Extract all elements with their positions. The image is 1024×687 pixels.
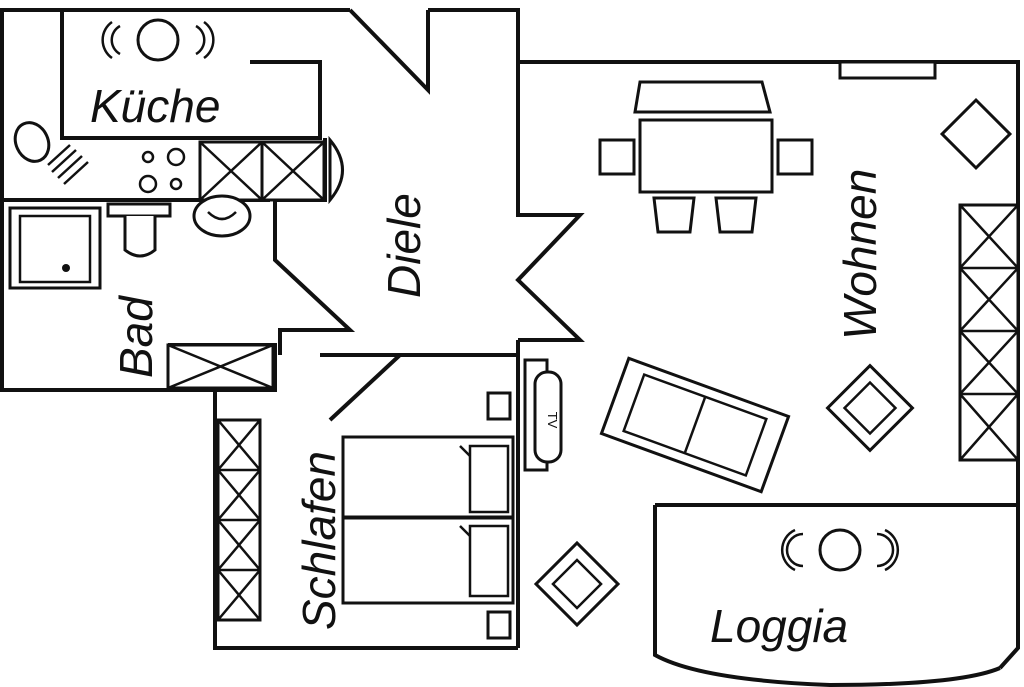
chair-icon — [633, 80, 772, 114]
living-furniture: TV — [523, 60, 1020, 494]
loggia-furniture — [780, 528, 900, 572]
plant-icon — [939, 97, 1013, 171]
chair-icon — [714, 196, 758, 234]
kitchen-table-icon — [136, 18, 180, 62]
toilet-icon — [106, 202, 172, 218]
chair-icon — [203, 20, 215, 60]
sink-icon — [13, 121, 51, 163]
dining-table-icon — [638, 118, 774, 194]
room-label-loggia: Loggia — [710, 600, 848, 652]
room-label-schlafen: Schlafen — [293, 451, 345, 630]
chair-icon — [884, 528, 900, 572]
chair-icon — [101, 20, 113, 60]
kitchen-cabinet-icon — [198, 140, 326, 202]
sofa-icon — [599, 356, 791, 494]
door-swing-icon — [328, 135, 344, 205]
nightstand-icon — [486, 610, 512, 640]
window-icon — [838, 60, 937, 80]
bed-icon — [341, 435, 515, 605]
tv-label: TV — [545, 412, 560, 429]
shower-icon — [8, 206, 102, 290]
tv-icon — [533, 370, 563, 464]
kitchen-furniture — [13, 18, 344, 205]
room-label-bad: Bad — [110, 295, 162, 378]
shelf-icon — [216, 418, 262, 622]
bathroom-furniture — [8, 194, 275, 390]
shelf-icon — [958, 203, 1020, 462]
armchair-icon — [825, 363, 915, 453]
loggia-table-icon — [818, 528, 862, 572]
room-label-kueche: Küche — [90, 80, 220, 132]
washbasin-icon — [192, 194, 252, 238]
nightstand-icon — [486, 391, 512, 421]
chair-icon — [598, 138, 636, 176]
stove-icon — [138, 147, 186, 194]
bedroom-furniture — [216, 391, 621, 640]
chair-icon — [776, 138, 814, 176]
room-label-wohnen: Wohnen — [834, 169, 886, 340]
armchair-icon — [533, 540, 621, 628]
chair-icon — [652, 196, 696, 234]
room-label-diele: Diele — [378, 193, 430, 298]
chair-icon — [780, 528, 796, 572]
